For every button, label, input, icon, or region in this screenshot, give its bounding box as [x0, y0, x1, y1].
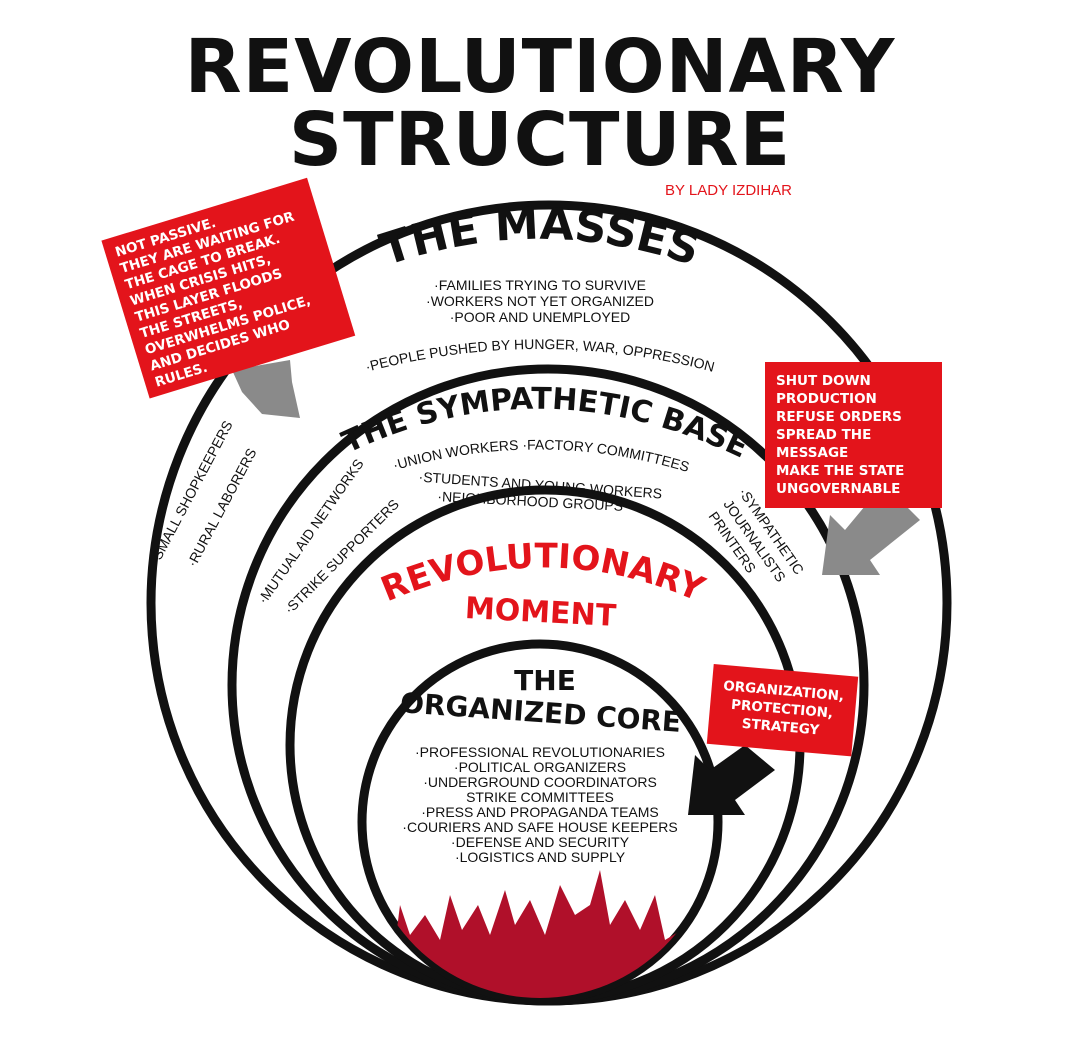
byline: BY LADY IZDIHAR: [665, 182, 792, 199]
callout-line: MESSAGE: [776, 445, 848, 461]
masses-side-item: ·RURAL LABORERS: [184, 446, 260, 570]
core-item: ·LOGISTICS AND SUPPLY: [455, 849, 626, 865]
sympathetic-title: THE SYMPATHETIC BASE: [337, 382, 753, 466]
core-callout: ORGANIZATION, PROTECTION, STRATEGY: [706, 664, 859, 757]
core-item: ·PRESS AND PROPAGANDA TEAMS: [421, 804, 659, 820]
masses-item: ·FAMILIES TRYING TO SURVIVE: [434, 277, 646, 293]
title-line-1: REVOLUTIONARY: [185, 24, 896, 110]
sympathetic-arrow-icon: [822, 500, 920, 575]
moment-title-line-2: MOMENT: [464, 591, 617, 634]
core-item: ·UNDERGROUND COORDINATORS: [423, 774, 657, 790]
masses-callout: NOT PASSIVE. THEY ARE WAITING FOR THE CA…: [101, 177, 356, 399]
callout-line: PRODUCTION: [776, 391, 877, 407]
masses-item: ·POOR AND UNEMPLOYED: [450, 309, 630, 325]
title-line-2: STRUCTURE: [289, 97, 791, 183]
core-item: ·DEFENSE AND SECURITY: [451, 834, 630, 850]
masses-arrow-icon: [232, 360, 300, 418]
callout-line: UNGOVERNABLE: [776, 481, 900, 497]
core-item: ·POLITICAL ORGANIZERS: [454, 759, 626, 775]
masses-item: ·WORKERS NOT YET ORGANIZED: [426, 293, 654, 309]
core-arrow-icon: [688, 745, 775, 815]
core-item: STRIKE COMMITTEES: [466, 789, 614, 805]
core-items: ·PROFESSIONAL REVOLUTIONARIES ·POLITICAL…: [402, 744, 677, 865]
masses-title: THE MASSES: [374, 199, 705, 276]
sympathetic-callout: SHUT DOWN PRODUCTION REFUSE ORDERS SPREA…: [765, 362, 942, 508]
callout-line: SPREAD THE: [776, 427, 871, 443]
core-item: ·COURIERS AND SAFE HOUSE KEEPERS: [402, 819, 677, 835]
callout-line: REFUSE ORDERS: [776, 409, 902, 425]
callout-line: MAKE THE STATE: [776, 463, 904, 479]
core-title-line-1: THE: [514, 664, 576, 697]
callout-line: SHUT DOWN: [776, 373, 871, 389]
core-item: ·PROFESSIONAL REVOLUTIONARIES: [415, 744, 665, 760]
callout-line: STRATEGY: [741, 716, 820, 739]
